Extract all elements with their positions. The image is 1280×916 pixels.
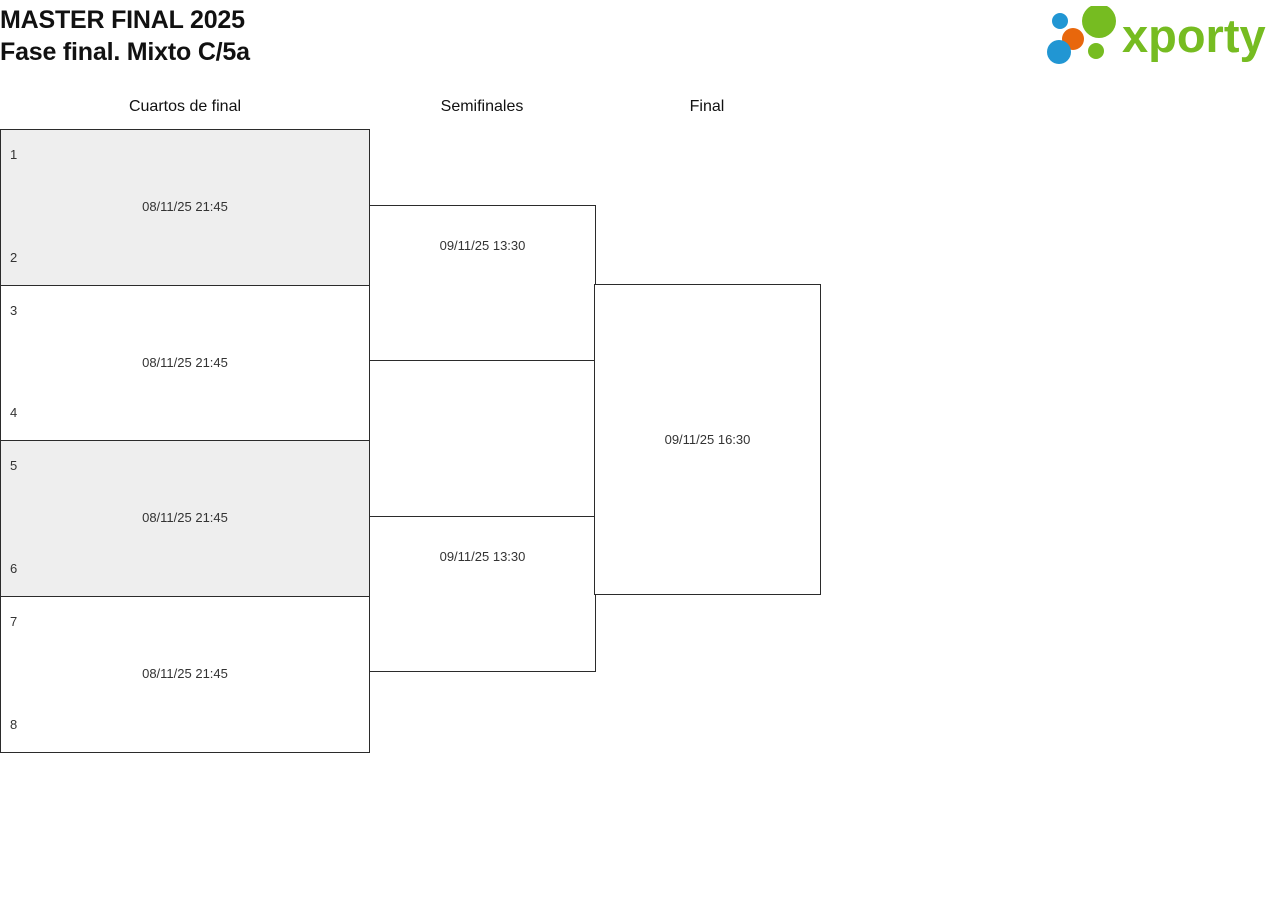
semifinal-match-1[interactable]: 09/11/25 13:30 — [369, 205, 596, 361]
round-header-final: Final — [689, 98, 725, 115]
seed-number-bottom: 2 — [10, 249, 18, 265]
semifinal-match-2[interactable]: 09/11/25 13:30 — [369, 516, 596, 672]
quarterfinal-match-4[interactable]: 7 08/11/25 21:45 8 — [1, 596, 369, 752]
quarterfinals-column: 1 08/11/25 21:45 2 3 08/11/25 21:45 4 5 … — [0, 129, 370, 753]
logo-dot-blue-large — [1047, 40, 1071, 64]
logo-dot-green-large — [1082, 6, 1116, 38]
page-title: MASTER FINAL 2025 Fase final. Mixto C/5a — [0, 4, 250, 68]
logo-dot-blue-small — [1052, 13, 1068, 29]
round-header-semifinals: Semifinales — [440, 98, 524, 115]
seed-number-top: 3 — [10, 302, 18, 318]
xporty-logo[interactable]: xporty — [1046, 6, 1274, 64]
round-header-quarterfinals: Cuartos de final — [128, 98, 242, 115]
match-datetime: 08/11/25 21:45 — [142, 510, 228, 526]
match-datetime: 09/11/25 13:30 — [439, 238, 526, 253]
seed-number-top: 1 — [10, 147, 18, 162]
logo-wordmark: xporty — [1122, 9, 1266, 62]
logo-dot-green-small — [1088, 43, 1104, 59]
match-datetime: 08/11/25 21:45 — [142, 199, 228, 215]
seed-number-bottom: 8 — [10, 717, 18, 732]
match-datetime: 08/11/25 21:45 — [142, 354, 228, 370]
page-header: MASTER FINAL 2025 Fase final. Mixto C/5a… — [0, 0, 1280, 92]
seed-number-top: 7 — [10, 613, 18, 629]
xporty-logo-graphic: xporty — [1047, 6, 1266, 64]
quarterfinal-match-2[interactable]: 3 08/11/25 21:45 4 — [1, 285, 369, 441]
seed-number-bottom: 4 — [10, 405, 18, 420]
match-datetime: 09/11/25 13:30 — [439, 549, 526, 564]
seed-number-top: 5 — [10, 458, 18, 473]
match-datetime: 08/11/25 21:45 — [142, 666, 228, 682]
quarterfinal-match-3[interactable]: 5 08/11/25 21:45 6 — [1, 441, 369, 597]
quarterfinal-match-1[interactable]: 1 08/11/25 21:45 2 — [1, 130, 369, 286]
match-datetime: 09/11/25 16:30 — [664, 431, 751, 447]
final-match[interactable]: 09/11/25 16:30 — [594, 284, 821, 595]
tournament-title-line-2: Fase final. Mixto C/5a — [0, 38, 250, 66]
seed-number-bottom: 6 — [10, 560, 18, 576]
tournament-title-line-1: MASTER FINAL 2025 — [0, 6, 245, 34]
